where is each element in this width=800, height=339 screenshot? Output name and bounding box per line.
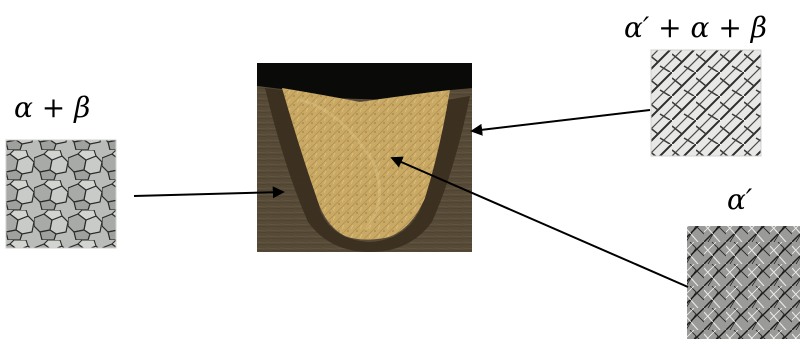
heat-affected-zone-micrograph — [651, 50, 761, 156]
fusion-zone-micrograph — [687, 226, 800, 339]
weld-cross-section — [257, 63, 472, 252]
base-metal-micrograph — [6, 140, 116, 248]
arrow-heat-affected-zone — [472, 110, 650, 131]
heat-affected-zone-label: α′ + α + β — [624, 14, 767, 42]
fusion-zone-label: α′ — [727, 186, 752, 214]
base-metal-label: α + β — [14, 94, 90, 122]
